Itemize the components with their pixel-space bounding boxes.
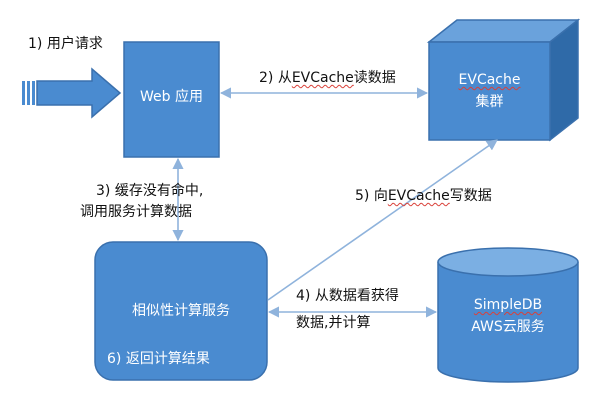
- evcache-label-line2: 集群: [475, 94, 504, 110]
- web-app-box: [123, 41, 220, 158]
- simpledb-label-line1: SimpleDB: [438, 296, 578, 315]
- web-app-label: Web 应用: [140, 89, 203, 105]
- service-label: 相似性计算服务: [132, 303, 230, 319]
- simpledb-cylinder: [437, 247, 579, 383]
- service-evcache-connector: [267, 139, 498, 301]
- step4-label-line1: 4) 从数据看获得: [296, 288, 399, 304]
- simpledb-label-text: SimpleDB: [473, 297, 543, 313]
- step5-prefix: 5) 向: [355, 188, 388, 204]
- evcache-label-text: EVCache: [458, 72, 521, 88]
- service-note: 6) 返回计算结果: [107, 351, 210, 367]
- step5-suffix: 写数据: [449, 188, 492, 204]
- similarity-service-box: [94, 241, 268, 381]
- evcache-label-line1: EVCache: [429, 71, 550, 90]
- step5-brand: EVCache: [387, 188, 450, 204]
- step3-label-line2: 调用服务计算数据: [80, 204, 192, 220]
- step5-label: 5) 向EVCache写数据: [355, 187, 492, 206]
- step2-brand: EVCache: [291, 70, 354, 86]
- step3-label-line1: 3) 缓存没有命中,: [96, 183, 204, 199]
- step1-label: 1) 用户请求: [28, 36, 103, 52]
- user-request-arrow-icon: [22, 67, 122, 119]
- step4-label-line2: 数据,并计算: [296, 315, 371, 331]
- step2-label: 2) 从EVCache读数据: [259, 69, 396, 88]
- simpledb-label-line2: AWS云服务: [471, 319, 545, 335]
- step2-suffix: 读数据: [353, 70, 396, 86]
- step2-prefix: 2) 从: [259, 70, 292, 86]
